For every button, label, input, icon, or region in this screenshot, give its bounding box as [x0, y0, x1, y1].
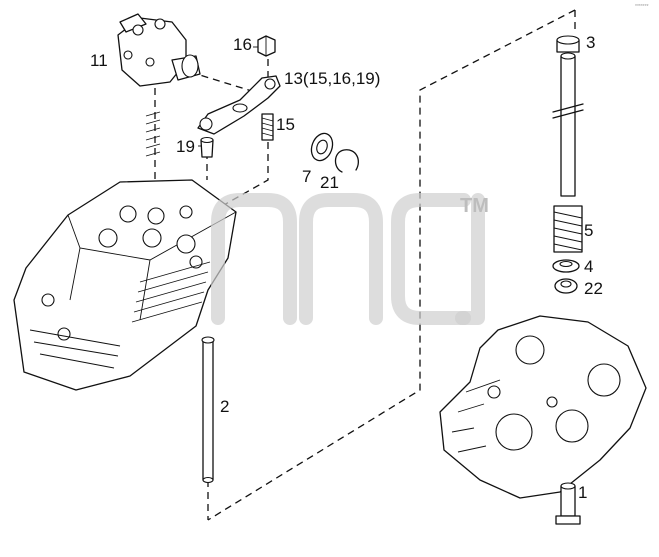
- callout-5: 5: [584, 221, 593, 240]
- plug-part-19: [200, 136, 214, 158]
- rocker-bracket-part-11: [117, 13, 201, 87]
- callout-19: 19: [176, 137, 195, 156]
- circlip-part-21: [334, 149, 359, 173]
- callout-3: 3: [586, 33, 595, 52]
- callout-7: 7: [302, 167, 311, 186]
- watermark-logo: TM: [211, 193, 489, 325]
- nut-part-16: [257, 35, 276, 57]
- callout-16: 16: [233, 35, 252, 54]
- seal-ring-part-22: [554, 278, 578, 294]
- push-rod-part-2: [201, 336, 215, 484]
- corner-mark: *******: [635, 4, 649, 10]
- callout-21: 21: [320, 173, 339, 192]
- spring-hint: [145, 111, 161, 157]
- adjusting-screw-part-15: [261, 113, 274, 141]
- callout-1: 1: [578, 483, 587, 502]
- tappet-part-1: [555, 482, 581, 525]
- callout-11: 11: [90, 51, 108, 70]
- callout-15: 15: [276, 115, 295, 134]
- callout-22: 22: [584, 279, 603, 298]
- cylinder-head: [13, 179, 237, 391]
- callout-13: 13(15,16,19): [284, 69, 380, 88]
- callout-labels: 11 16 13(15,16,19) 15 19 7 21 2 3 5 4 22…: [90, 33, 603, 502]
- rocker-arm-part-13: [197, 75, 281, 135]
- push-rod-tube: [552, 52, 584, 197]
- tube-cap-part-3: [556, 35, 580, 53]
- spring-part-5: [553, 205, 583, 253]
- callout-4: 4: [584, 257, 593, 276]
- watermark-trademark: TM: [460, 195, 489, 217]
- crankcase-block: [439, 315, 647, 499]
- callout-leader-lines: [198, 46, 258, 147]
- callout-2: 2: [220, 397, 229, 416]
- washer-part-7: [310, 132, 334, 162]
- spring-seat-part-4: [552, 259, 580, 273]
